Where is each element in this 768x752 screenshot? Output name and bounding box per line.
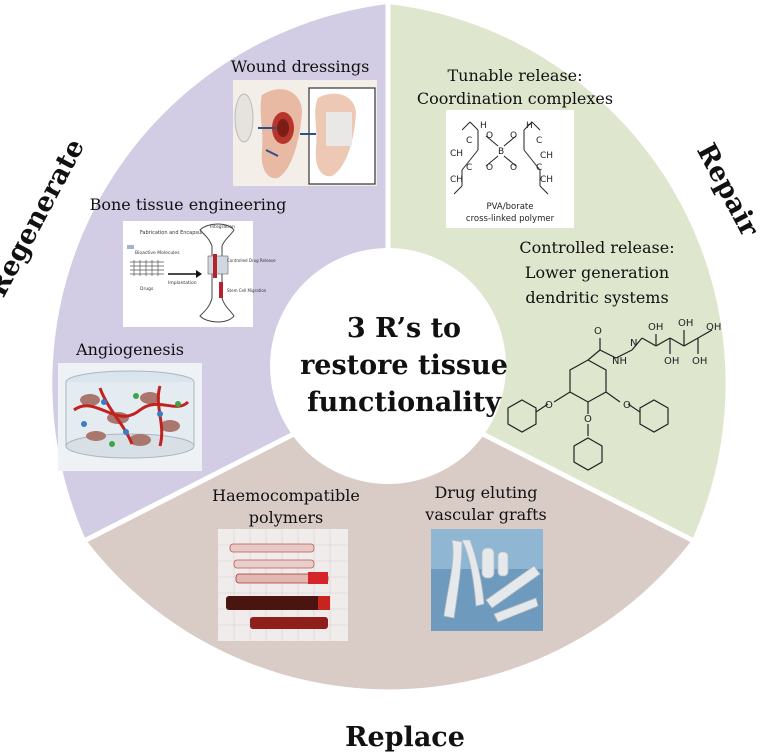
item-angiogenesis: Angiogenesis [75, 340, 184, 359]
svg-text:OH: OH [664, 356, 679, 367]
svg-text:H: H [526, 121, 533, 131]
item-haemocompatible-2: polymers [249, 508, 324, 527]
svg-text:O: O [510, 131, 517, 141]
svg-text:O: O [545, 400, 553, 411]
svg-text:OH: OH [692, 356, 707, 367]
svg-text:O: O [486, 131, 493, 141]
sector-label-replace: Replace [345, 722, 465, 752]
bone-drugs-label: Drugs [140, 286, 154, 292]
svg-text:OH: OH [648, 322, 663, 333]
item-wound-dressings: Wound dressings [231, 57, 370, 76]
dendrimer-atom-labels: O NHN OH OH OH OH OH O O O [545, 318, 721, 425]
bone-fab-label: Fabrication and Encapsulation [140, 230, 215, 236]
item-drug-eluting-1: Drug eluting [434, 483, 537, 502]
item-controlled-release-2: Lower generation [525, 263, 669, 282]
center-title-line-1: 3 R’s to [347, 313, 461, 344]
item-tunable-release-1: Tunable release: [447, 66, 582, 85]
center-hub [270, 248, 506, 484]
svg-text:N: N [630, 338, 637, 349]
item-bone-tissue-engineering: Bone tissue engineering [90, 195, 287, 214]
bone-bio-label: Bioactive Molecules [135, 250, 180, 256]
dendrimer-structure [507, 329, 713, 471]
center-title-line-2: restore tissue [300, 350, 508, 381]
pva-caption-2: cross-linked polymer [466, 214, 555, 224]
item-haemocompatible-1: Haemocompatible [212, 486, 360, 505]
center-title-line-3: functionality [307, 387, 502, 418]
wound-dressings-image [233, 80, 377, 186]
svg-text:CH: CH [540, 175, 553, 185]
svg-text:NH: NH [612, 356, 627, 367]
pva-caption-1: PVA/borate [487, 202, 534, 212]
svg-text:O: O [623, 400, 631, 411]
svg-text:C: C [536, 136, 542, 146]
item-controlled-release-3: dendritic systems [525, 288, 668, 307]
angiogenesis-image [58, 363, 202, 471]
svg-text:H: H [480, 121, 487, 131]
bone-impl-label: Implantation [168, 280, 197, 286]
svg-text:CH: CH [450, 175, 463, 185]
svg-text:O: O [594, 326, 602, 337]
svg-text:B: B [498, 147, 504, 157]
sector-label-repair: Repair [690, 138, 765, 242]
svg-text:OH: OH [678, 318, 693, 329]
vascular-grafts-image [431, 529, 543, 631]
bone-stem-label: Stem Cell Migration [227, 288, 267, 293]
item-drug-eluting-2: vascular grafts [424, 505, 546, 524]
svg-text:O: O [584, 414, 592, 425]
svg-text:O: O [510, 163, 517, 173]
svg-text:CH: CH [450, 149, 463, 159]
bone-cdr-label: Controlled Drug Release [227, 258, 276, 263]
item-controlled-release-1: Controlled release: [519, 238, 674, 257]
svg-text:C: C [466, 163, 472, 173]
svg-text:O: O [486, 163, 493, 173]
haemocompatible-polymers-image [218, 529, 348, 641]
item-tunable-release-2: Coordination complexes [417, 89, 613, 108]
svg-text:C: C [536, 163, 542, 173]
svg-text:OH: OH [706, 322, 721, 333]
bone-integ-label: Integration [210, 224, 235, 230]
svg-text:C: C [466, 136, 472, 146]
bone-tissue-figure: Fabrication and Encapsulation Bioactive … [123, 221, 276, 327]
svg-text:CH: CH [540, 151, 553, 161]
